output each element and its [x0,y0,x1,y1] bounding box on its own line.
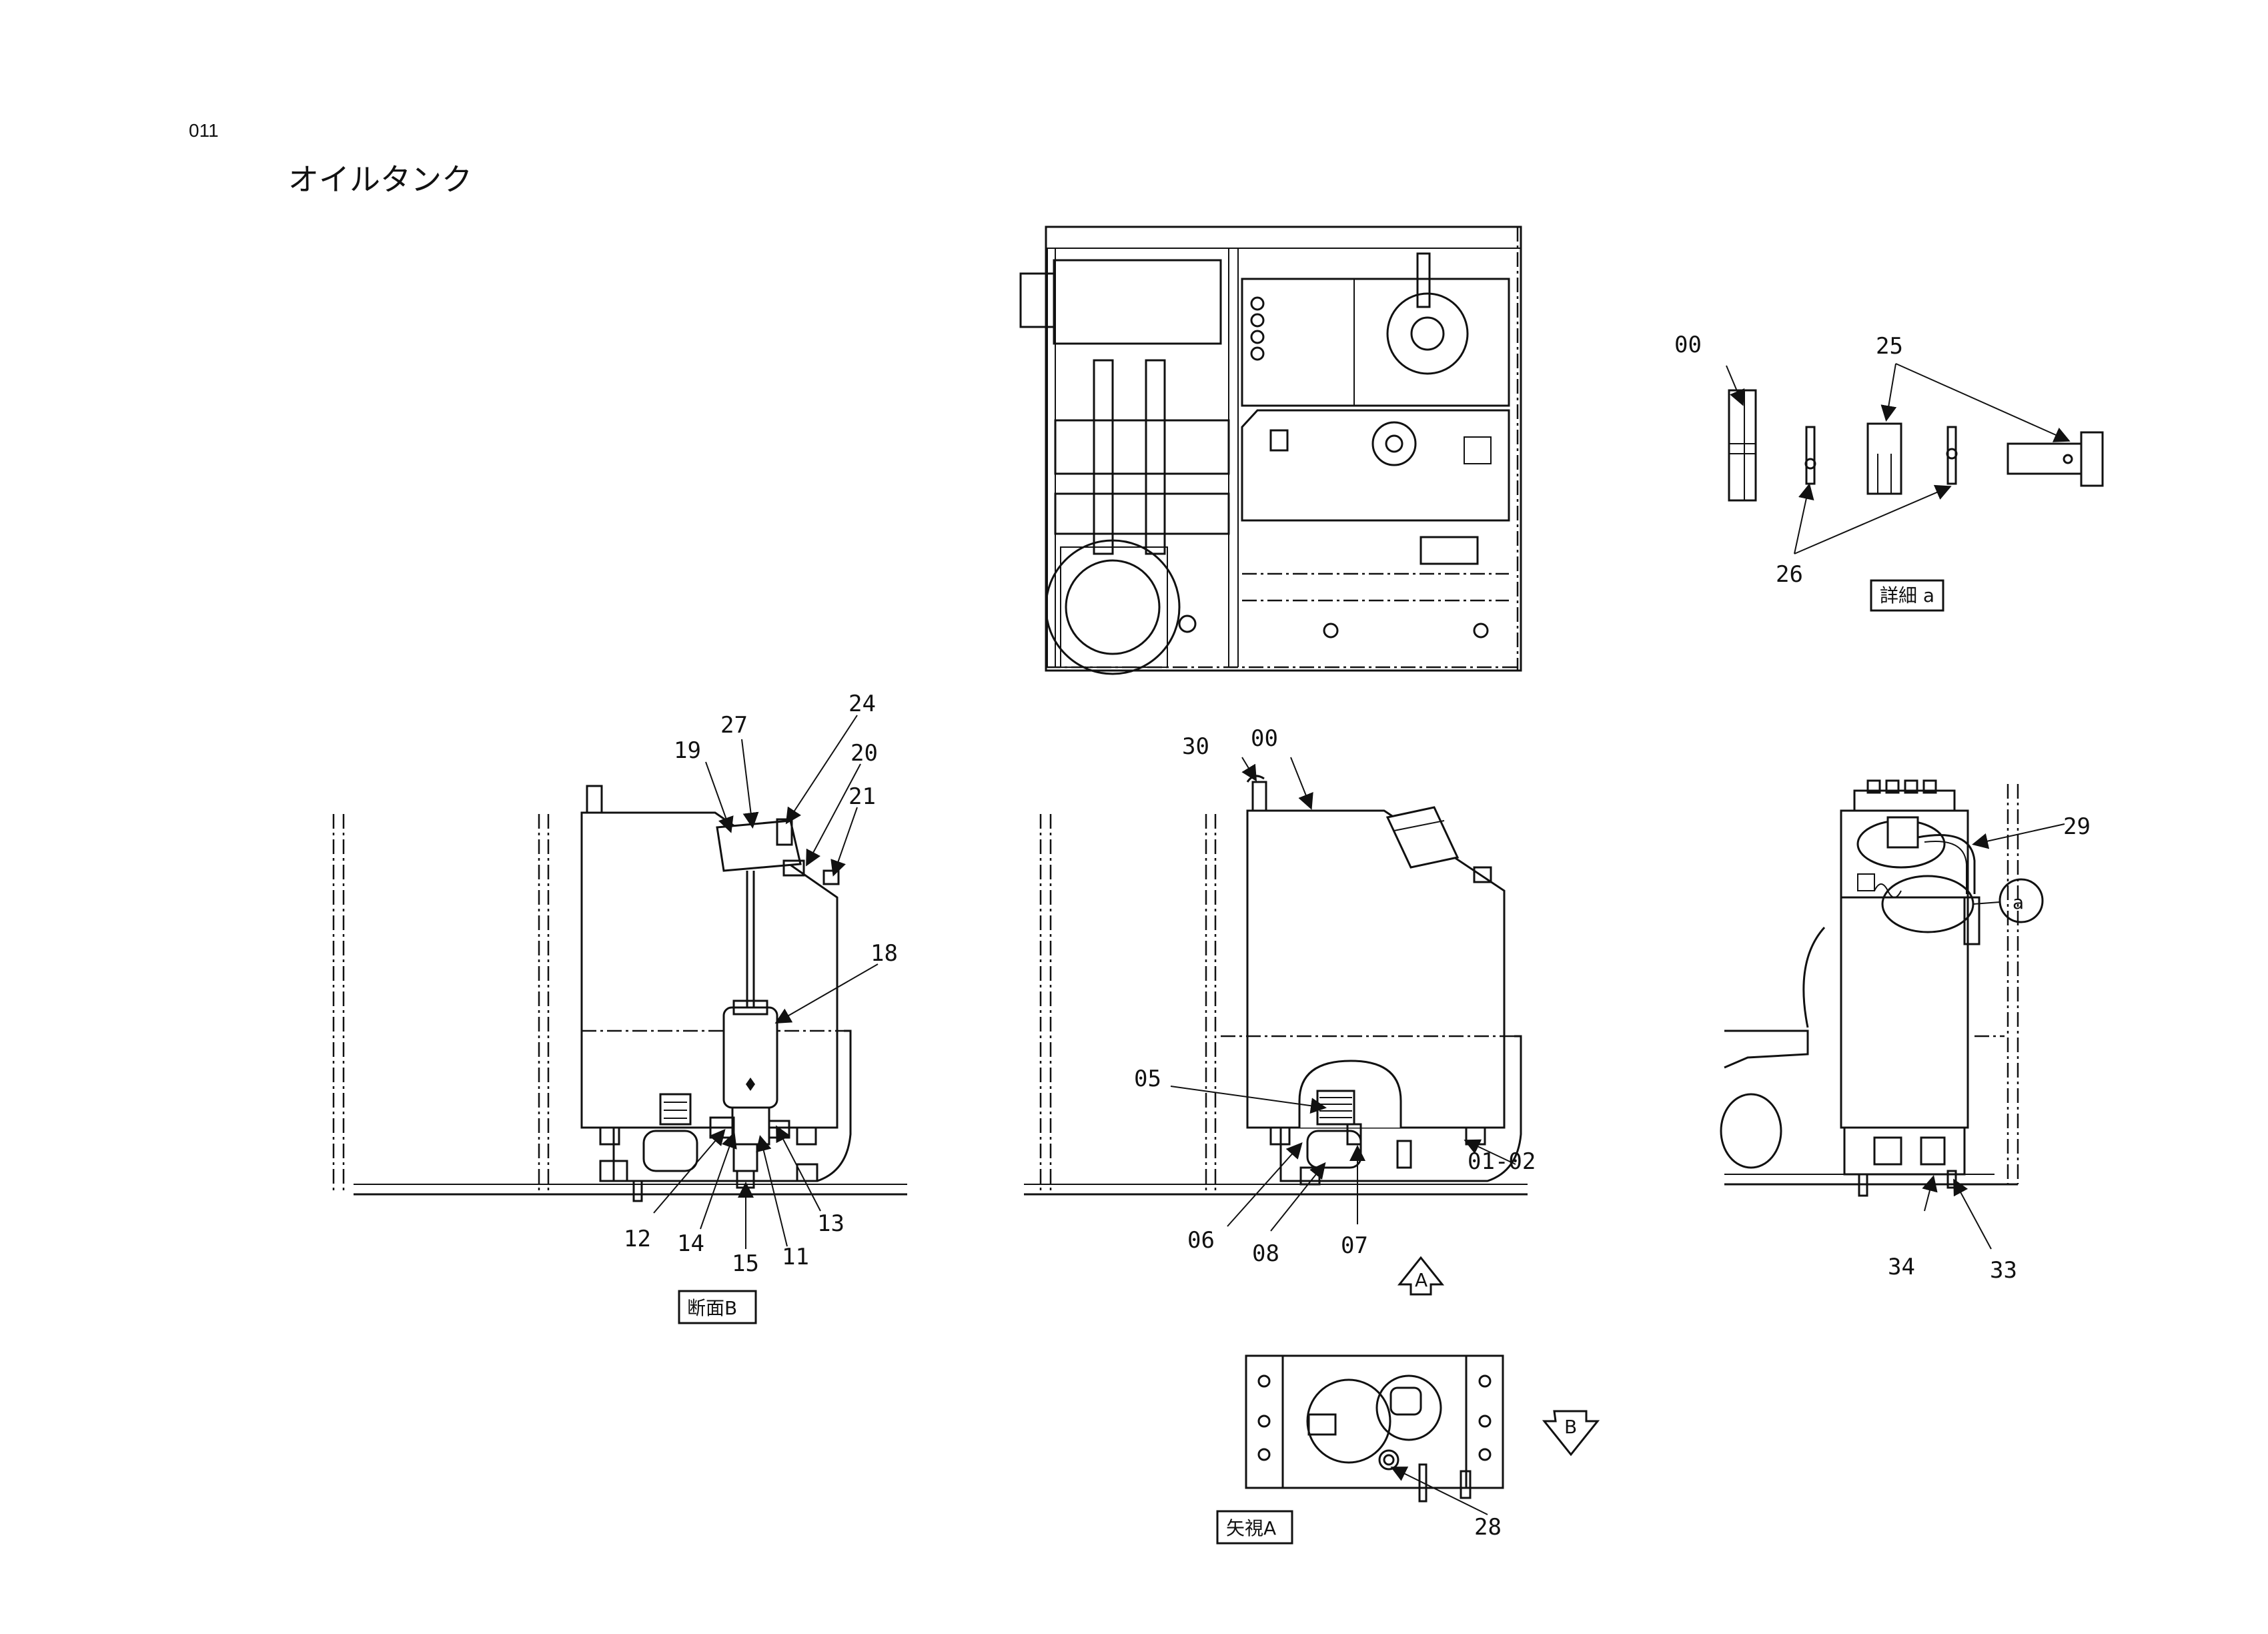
callout-29: 29 [2063,813,2091,840]
view-arrow-a [1397,1256,1445,1296]
callout-07: 07 [1341,1232,1368,1259]
page-title: オイルタンク [288,161,472,197]
callout-00-detail: 00 [1674,332,1702,358]
callout-06: 06 [1187,1227,1215,1254]
callout-11: 11 [782,1244,809,1270]
callout-19: 19 [674,737,701,764]
callout-13: 13 [817,1210,844,1237]
section-b-label: 断面B [687,1297,737,1319]
top-plan-view [1019,226,1522,675]
callout-15: 15 [732,1250,759,1277]
callout-08: 08 [1252,1240,1279,1267]
section-arrow-b [1542,1410,1600,1457]
callout-14: 14 [677,1230,704,1257]
front-view: 30 00 05 01-02 06 08 07 A [1024,725,1536,1296]
detail-a-label-box [1870,579,1944,612]
callout-20: 20 [851,740,878,767]
callout-27: 27 [720,712,748,739]
callout-33: 33 [1990,1257,2017,1284]
callout-24: 24 [848,691,876,717]
callout-01-02: 01-02 [1468,1148,1536,1175]
callout-05: 05 [1134,1066,1161,1092]
side-view: a 29 34 33 [1720,779,2091,1284]
callout-28: 28 [1474,1514,1502,1541]
page-code: 011 [189,120,219,141]
view-a-label-box [1216,1510,1293,1545]
callout-34: 34 [1888,1254,1915,1280]
detail-circle-a-label: a [2013,891,2024,913]
callout-21: 21 [848,783,876,810]
section-b-view: 27 24 19 20 21 18 12 14 15 11 13 断面B [332,691,907,1324]
view-a-bottom: 28 矢視A B [1216,1354,1600,1545]
callout-25: 25 [1876,333,1903,360]
detail-a-view: 00 25 26 詳細 a [1674,332,2104,612]
callout-26: 26 [1776,561,1803,588]
section-arrow-b-label: B [1564,1416,1577,1438]
callout-18: 18 [871,940,898,967]
view-arrow-a-label: A [1415,1269,1428,1291]
callout-00-front: 00 [1251,725,1278,752]
callout-30: 30 [1182,733,1209,760]
callout-12: 12 [624,1226,651,1252]
view-a-label: 矢視A [1226,1517,1276,1539]
detail-a-label: 詳細 a [1880,584,1934,606]
section-b-label-box [678,1290,757,1324]
